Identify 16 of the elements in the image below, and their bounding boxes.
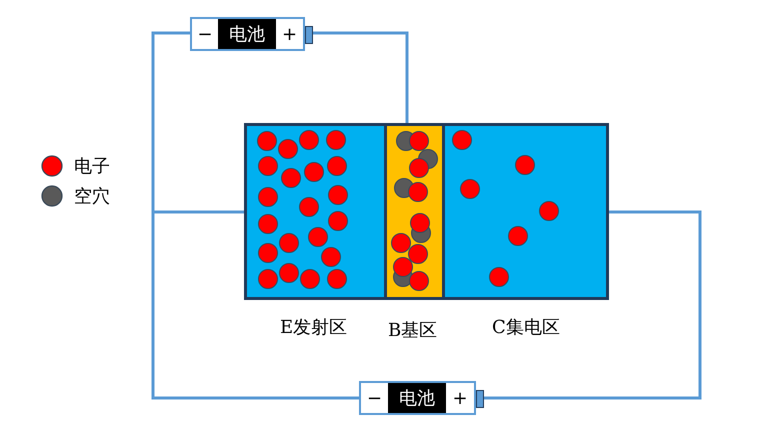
battery xyxy=(359,381,484,415)
region-label: E发射区 xyxy=(280,316,348,339)
legend-label: 电子 xyxy=(74,155,110,178)
legend-label: 空穴 xyxy=(74,185,110,208)
region-label: B基区 xyxy=(388,319,438,342)
wire xyxy=(152,210,359,400)
battery xyxy=(190,17,313,51)
region-label: C集电区 xyxy=(492,316,560,339)
plus-sign: + xyxy=(280,22,298,46)
plus-sign: + xyxy=(451,386,469,410)
battery-label: 电池 xyxy=(388,383,446,413)
minus-sign: − xyxy=(366,386,384,410)
wire xyxy=(484,210,702,400)
wire xyxy=(313,32,408,123)
minus-sign: − xyxy=(196,22,214,46)
battery-label: 电池 xyxy=(218,19,276,49)
